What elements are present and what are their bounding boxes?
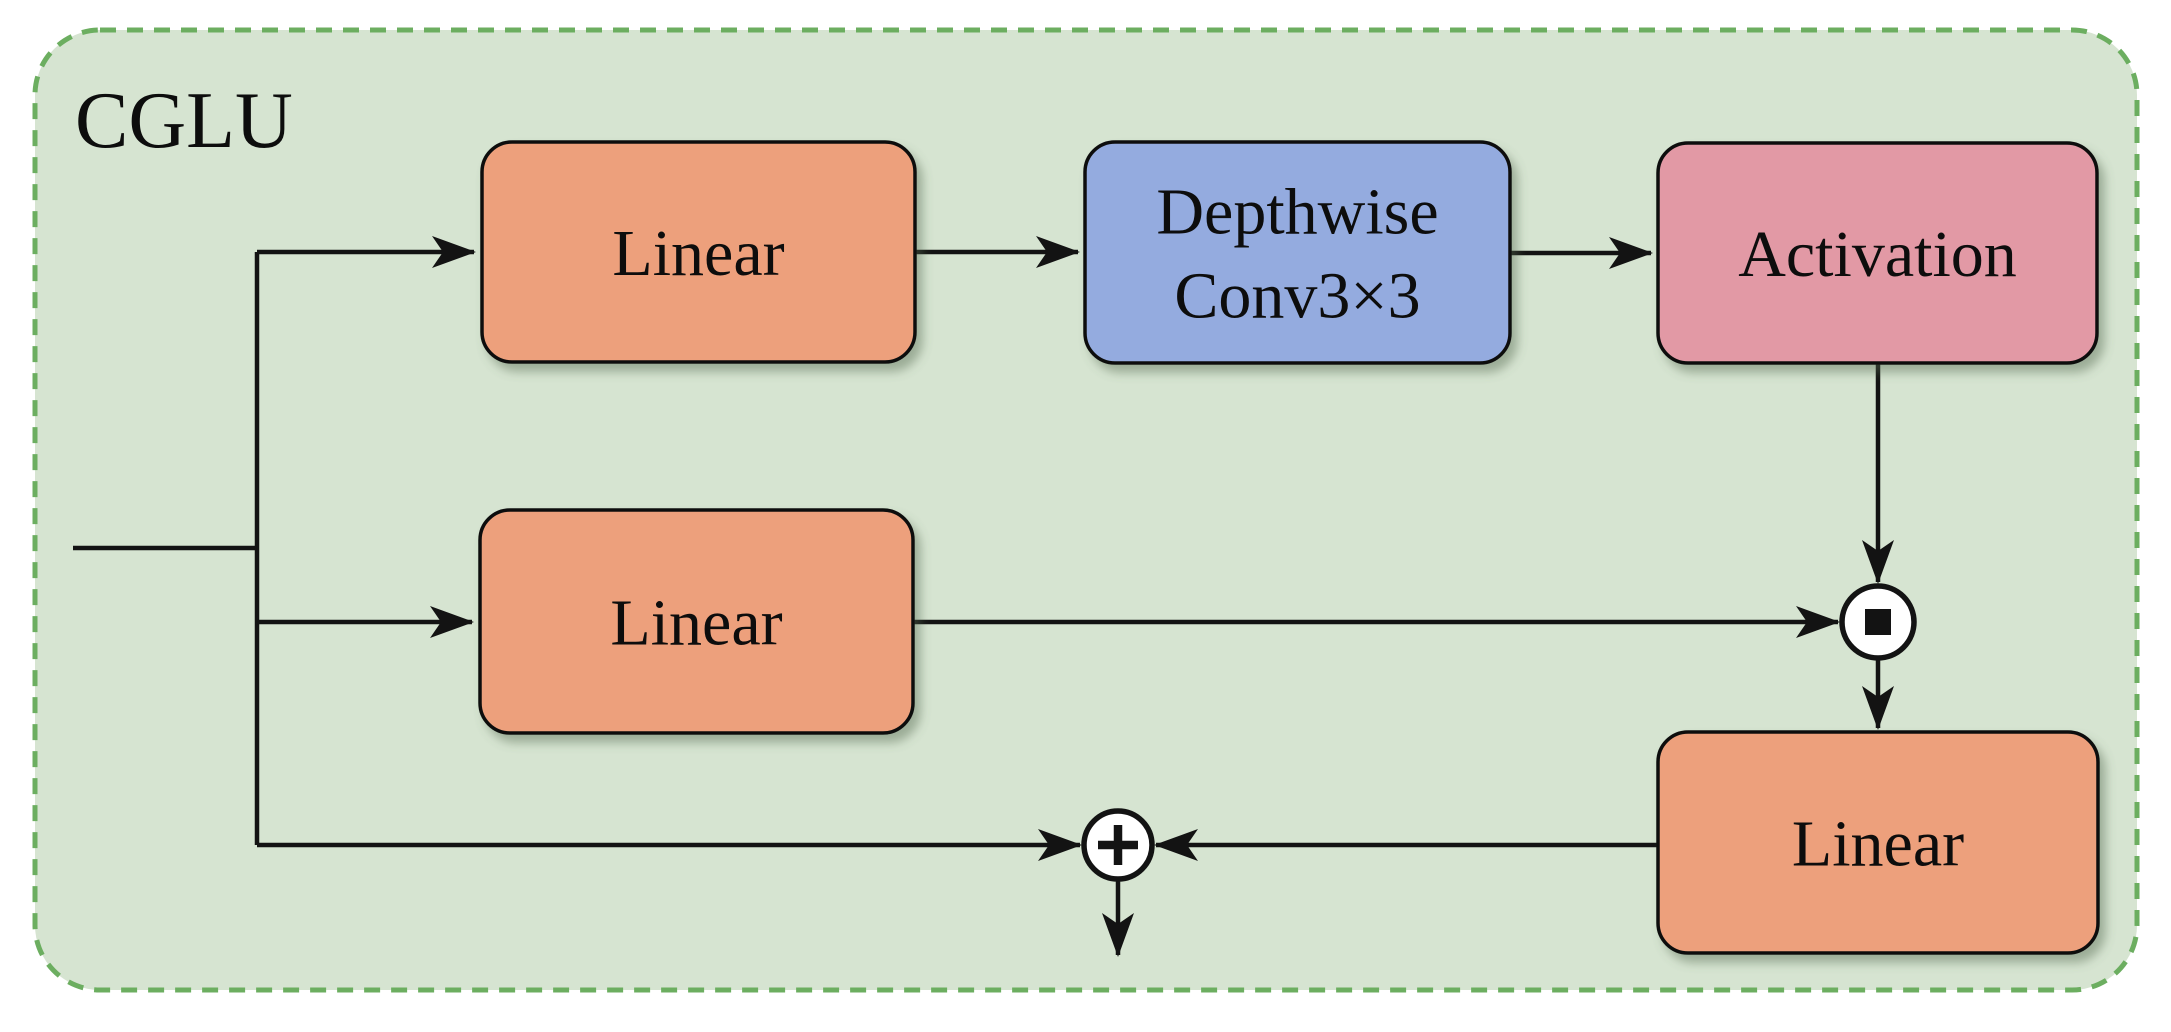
edges-layer — [73, 236, 1894, 957]
node-linear-out: Linear — [1656, 730, 2100, 955]
node-linear-top: Linear — [480, 140, 917, 364]
operator-elementwise-multiply — [1839, 583, 1917, 661]
node-label-activation: Activation — [1738, 218, 2017, 291]
node-label-linear-top: Linear — [612, 217, 784, 290]
node-linear-gate: Linear — [478, 508, 915, 735]
plus-icon — [1098, 825, 1138, 865]
node-box-depthwise-conv — [1083, 140, 1512, 365]
node-box-linear-out — [1656, 730, 2100, 955]
node-box-activation — [1656, 141, 2099, 365]
node-label-linear-out: Linear — [1792, 808, 1964, 881]
node-box-linear-top — [480, 140, 917, 364]
node-label-linear-gate: Linear — [610, 587, 782, 660]
operator-residual-add — [1081, 808, 1155, 882]
panel-title: CGLU — [75, 77, 293, 165]
node-activation: Activation — [1656, 141, 2099, 365]
node-box-linear-gate — [478, 508, 915, 735]
multiply-square-icon — [1865, 609, 1891, 635]
